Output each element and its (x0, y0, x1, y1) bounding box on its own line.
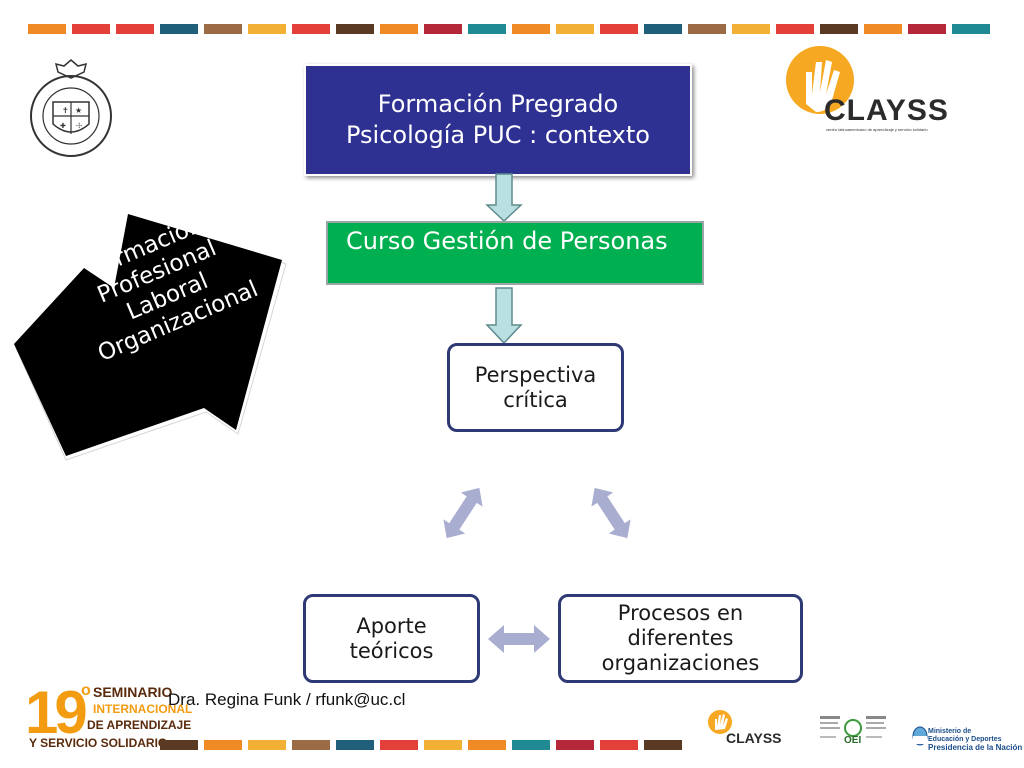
down-arrow-2 (485, 287, 523, 345)
node-theory-line2: teóricos (349, 638, 434, 663)
ministry-line3: Presidencia de la Nación (928, 743, 1023, 752)
svg-text:☩: ☩ (76, 122, 82, 130)
cycle-arrow-left (443, 487, 483, 539)
seminar-line1: SEMINARIO (93, 684, 173, 700)
course-box: Curso Gestión de Personas (326, 221, 704, 285)
node-perspective-line2: crítica (503, 387, 568, 412)
seminar-number: 19 (25, 679, 88, 746)
ministry-text: Ministerio de Educación y Deportes Presi… (928, 728, 1022, 752)
top-box-line1: Formación Pregrado (377, 90, 619, 118)
node-processes-line1: Procesos en (617, 601, 744, 625)
seminar-line3: DE APRENDIZAJE (87, 718, 192, 732)
svg-text:✝: ✝ (62, 106, 69, 115)
cycle-node-perspective: Perspectiva crítica (447, 343, 624, 432)
cycle-node-processes: Procesos en diferentes organizaciones (558, 594, 803, 683)
oei-logo (820, 716, 886, 738)
svg-text:★: ★ (75, 106, 82, 115)
clayss-tagline: centro latinoamericano de aprendizaje y … (826, 127, 928, 132)
clayss-small-logo (708, 710, 732, 734)
top-stripe-bar (28, 24, 1012, 34)
cycle-arrow-bottom (488, 625, 550, 653)
top-box-line2: Psicología PUC : contexto (346, 121, 650, 149)
node-processes-line3: organizaciones (601, 651, 760, 675)
seminar-sup: o (81, 682, 91, 699)
top-context-box: Formación Pregrado Psicología PUC : cont… (304, 64, 692, 176)
seminar-line4: Y SERVICIO SOLIDARIO (29, 736, 168, 750)
clayss-small-name: CLAYSS (726, 730, 782, 746)
cycle-arrow-right (591, 487, 631, 539)
argentina-emblem-icon (912, 726, 928, 746)
down-arrow-1 (485, 173, 523, 223)
puc-seal-logo: ✝ ★ ✚ ☩ (30, 59, 112, 157)
node-theory-line1: Aporte (356, 613, 427, 638)
cycle-node-theory: Aporte teóricos (303, 594, 480, 683)
oei-label: OEI (844, 735, 862, 746)
seminar-logo: 19 o SEMINARIO INTERNACIONAL DE APRENDIZ… (25, 679, 192, 757)
seminar-line2: INTERNACIONAL (93, 702, 193, 716)
big-black-arrow (14, 214, 287, 461)
clayss-logo (786, 46, 854, 114)
clayss-name: CLAYSS (824, 94, 949, 127)
bottom-stripe-bar (160, 740, 690, 750)
ministry-line1: Ministerio de (928, 728, 972, 735)
course-box-label: Curso Gestión de Personas (346, 227, 668, 255)
author-credit: Dra. Regina Funk / rfunk@uc.cl (168, 690, 406, 709)
ministry-line2: Educación y Deportes (928, 736, 1002, 743)
svg-text:✚: ✚ (60, 122, 66, 130)
node-processes-line2: diferentes (627, 626, 734, 650)
node-perspective-line1: Perspectiva (474, 362, 597, 387)
